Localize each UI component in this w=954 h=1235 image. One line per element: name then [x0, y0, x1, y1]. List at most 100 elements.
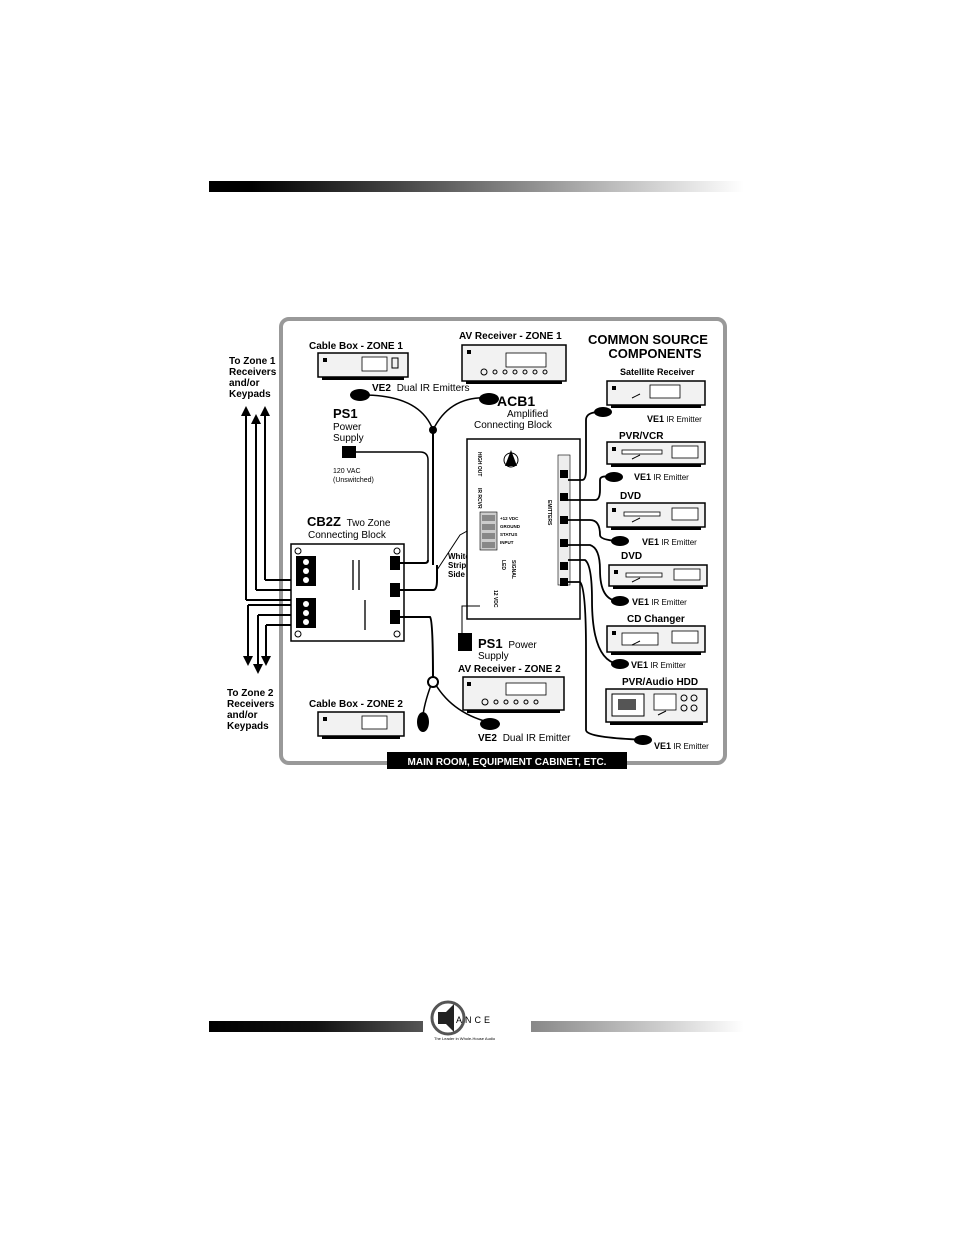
footer-label: MAIN ROOM, EQUIPMENT CABINET, ETC. [408, 757, 607, 768]
zone-arrows [245, 412, 292, 668]
zone1-text: To Zone 1 Receivers and/or Keypads [229, 356, 277, 400]
cb2z-rest: Two Zone [347, 518, 391, 529]
av-receiver-zone2 [462, 676, 565, 713]
bottom-gradient-bar-right [531, 1021, 744, 1032]
ve2-bottom-label: VE2 Dual IR Emitter [478, 733, 571, 744]
ps1-top-vac: 120 VAC [333, 468, 361, 475]
ps1-top-line2: Supply [333, 433, 364, 444]
acb1-side-12vdc: 12 VDC [492, 590, 498, 608]
acb1-side-led: LED [500, 560, 506, 570]
acb1-block [466, 438, 581, 620]
ve1-labels: VE1 IR Emitter VE1 IR Emitter VE1 IR Emi… [631, 414, 709, 751]
white-striped-line-2: Striped [448, 561, 476, 570]
ps1-top-line1: Power [333, 422, 362, 433]
acb1-terminal-4: INPUT [500, 540, 514, 545]
ps1-bottom-line1: Power [508, 640, 537, 651]
ve1-5-bold: VE1 [631, 660, 648, 670]
acb1-terminals: +12 VDC GROUND STATUS INPUT [500, 516, 521, 545]
arrowheads [241, 406, 271, 674]
cable-box-zone2-label: Cable Box - ZONE 2 [309, 699, 403, 710]
ve1-1-bold: VE1 [647, 414, 664, 424]
acb1-terminal-2: GROUND [500, 524, 521, 529]
acb1-side-highout: HIGH OUT [476, 452, 482, 476]
ve1-3-bold: VE1 [642, 537, 659, 547]
cb2z-line2: Connecting Block [308, 530, 387, 541]
ve1-2-rest: IR Emitter [653, 473, 689, 482]
ve1-1-rest: IR Emitter [666, 415, 702, 424]
component-pvr-audio-hdd [605, 688, 708, 725]
acb1-side-emitters: EMITTERS [546, 500, 552, 526]
cb2z-block [290, 543, 405, 642]
component-5-label: CD Changer [627, 614, 685, 625]
ve1-3-rest: IR Emitter [661, 538, 697, 547]
component-pvr-vcr [606, 441, 706, 467]
acb1-line1: Amplified [507, 409, 548, 420]
ve1-label-4: VE1 IR Emitter [632, 597, 687, 607]
component-dvd-2 [608, 564, 708, 589]
common-source-title-2: COMPONENTS [608, 346, 702, 361]
av-receiver-zone1-label: AV Receiver - ZONE 1 [459, 331, 562, 342]
bottom-gradient-bar-left [209, 1021, 423, 1032]
footer-tab [387, 752, 627, 769]
ve1-label-2: VE1 IR Emitter [634, 472, 689, 482]
ve1-emitter-bulbs [594, 407, 652, 745]
acb1-terminal-1: +12 VDC [500, 516, 519, 521]
zone2-line-4: Keypads [227, 721, 269, 732]
av-receiver-zone2-label: AV Receiver - ZONE 2 [458, 664, 561, 675]
common-source-title-1: COMMON SOURCE [588, 332, 708, 347]
av-receiver-zone1 [461, 344, 567, 384]
zone2-line-3: and/or [227, 710, 258, 721]
ve2-top-emitters [350, 389, 499, 565]
ve2-top-label: VE2 Dual IR Emitters [372, 383, 469, 394]
zone1-line-2: Receivers [229, 367, 277, 378]
acb1-side-signal: SIGNAL [510, 560, 516, 579]
ve2-bottom-rest: Dual IR Emitter [503, 733, 571, 744]
acb1-line2: Connecting Block [474, 420, 553, 431]
cb2z-label: CB2Z Two Zone [307, 514, 391, 529]
ps1-top-note: (Unswitched) [333, 477, 374, 484]
ve1-2-bold: VE1 [634, 472, 651, 482]
ve1-4-rest: IR Emitter [651, 598, 687, 607]
ps1-top-device [342, 446, 429, 560]
logo-tagline: The Leader in Whole-House Audio [434, 1036, 496, 1041]
acb1-name: ACB1 [497, 393, 535, 409]
component-cd-changer [606, 625, 706, 655]
ps1-bottom-name: PS1 [478, 636, 503, 651]
zone1-line-1: To Zone 1 [229, 356, 276, 367]
acb1-side-ircvr: IR RCVR [476, 488, 482, 509]
ve1-label-5: VE1 IR Emitter [631, 660, 686, 670]
ps1-bottom-device [458, 605, 480, 651]
device-ir-marks [631, 393, 667, 716]
ve1-6-rest: IR Emitter [673, 742, 709, 751]
component-6-label: PVR/Audio HDD [622, 677, 698, 688]
ve2-bottom-emitters [417, 676, 500, 732]
component-satellite-receiver [606, 380, 706, 408]
ve2-top-rest: Dual IR Emitters [397, 383, 470, 394]
acb1-terminal-3: STATUS [500, 532, 517, 537]
component-4-label: DVD [621, 551, 642, 562]
ve1-cables [568, 411, 651, 741]
component-2-label: PVR/VCR [619, 431, 664, 442]
cable-box-zone1 [317, 352, 409, 380]
ve1-label-6: VE1 IR Emitter [654, 741, 709, 751]
white-striped-line-3: Side [448, 570, 465, 579]
ve1-6-bold: VE1 [654, 741, 671, 751]
component-dvd-1 [606, 502, 706, 530]
ve1-label-3: VE1 IR Emitter [642, 537, 697, 547]
ps1-bottom-label: PS1 Power [478, 636, 537, 651]
ps1-top-name: PS1 [333, 406, 358, 421]
cable-box-zone2 [317, 711, 405, 739]
brand-logo: ANCE The Leader in Whole-House Audio [426, 1000, 530, 1048]
speaker-logo-icon [430, 1000, 466, 1036]
acb1-side-labels: EMITTERS SIGNAL LED 12 VDC HIGH OUT IR R… [476, 452, 552, 608]
white-striped-line-1: White [448, 552, 470, 561]
ve2-top-bold: VE2 [372, 383, 391, 394]
zone1-line-4: Keypads [229, 389, 271, 400]
zone2-text: To Zone 2 Receivers and/or Keypads [227, 688, 275, 732]
ve1-5-rest: IR Emitter [650, 661, 686, 670]
logo-wordmark: ANCE [456, 1015, 494, 1025]
white-striped-text: White Striped Side [448, 552, 476, 579]
component-1-label: Satellite Receiver [620, 367, 695, 377]
zone2-line-1: To Zone 2 [227, 688, 274, 699]
